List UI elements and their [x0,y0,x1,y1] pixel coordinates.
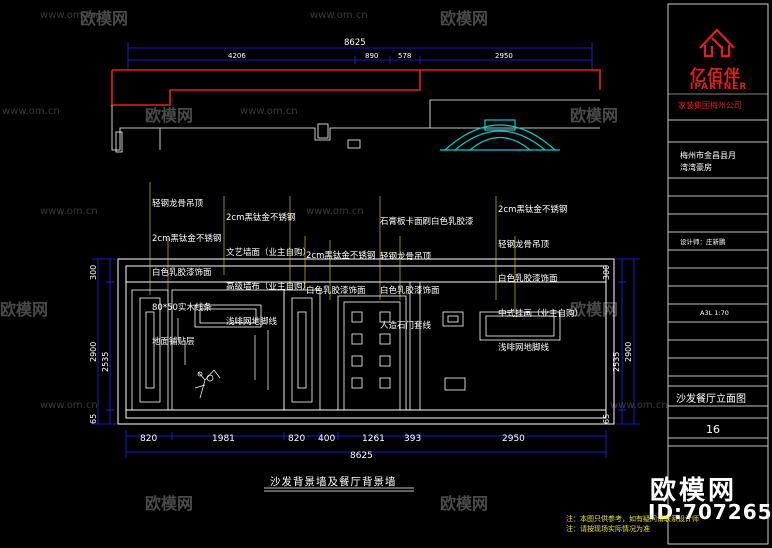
watermark-url: www.om.cn [40,206,98,217]
note-line: 2cm黑钛金不锈钢 [306,251,376,261]
elevation-dimension: 820 [288,434,306,444]
caption-underline [264,487,414,492]
note-line: 中式挂画（业主自购） [498,308,584,319]
brand-watermark: 欧模网 [650,476,738,506]
footer-note: 注：本图只供参考，如有疑问请联系设计师 [566,515,699,523]
plan-dimension-segment: 890 [365,52,379,60]
material-notes-group-4: 石膏板卡面刷白色乳胶漆 轻钢龙骨吊顶 白色乳胶漆饰面 人造石门套线 [380,194,474,355]
material-notes-group-1: 轻钢龙骨吊顶 2cm黑钛金不锈钢 白色乳胶漆饰面 80*50实木线条 地面铺贴层 [152,176,221,372]
plan-total-dimension: 8625 [344,38,366,48]
watermark-url: www.om.cn [240,106,298,117]
company-name: 家装集团梅州公司 [678,101,742,110]
watermark-text: 欧模网 [80,9,129,28]
elevation-dimension: 1981 [212,434,235,444]
material-notes-group-3: 2cm黑钛金不锈钢 白色乳胶漆饰面 [306,228,375,320]
material-notes-group-2: 2cm黑钛金不锈钢 文艺墙面（业主自购） 高级墙布（业主自购） 浅啡网地脚线 [226,190,311,351]
material-notes-group-5: 2cm黑钛金不锈钢 轻钢龙骨吊顶 白色乳胶漆饰面 中式挂画（业主自购） 浅啡网地… [498,182,583,378]
note-line: 浅啡网地脚线 [226,316,278,327]
watermark-text: 欧模网 [0,300,49,319]
footer-note: 注：请按现场实际情况为准 [566,525,650,533]
note-line: 白色乳胶漆饰面 [306,285,366,296]
watermark-url: www.om.cn [310,10,368,21]
vertical-dimension: 2535 [101,351,110,372]
vertical-dimension: 2900 [89,341,98,362]
note-line: 2cm黑钛金不锈钢 [152,233,222,244]
vertical-dimension: 2535 [612,351,621,372]
logo-house-icon [699,28,735,58]
watermark-text: 欧模网 [145,494,194,513]
note-line: 2cm黑钛金不锈钢 [226,213,296,223]
note-line: 人造石门套线 [380,320,432,331]
elevation-total-dimension: 8625 [350,451,373,461]
vertical-dimension: 65 [89,413,98,424]
wall-art [177,318,269,399]
note-line: 轻钢龙骨吊顶 [498,239,550,250]
elevation-dimension: 2950 [502,434,525,444]
plan-dimension-lines [127,42,593,70]
note-line: 80*50实木线条 [152,302,212,313]
plan-dimension-segment: 578 [398,52,412,60]
leader-lines [149,182,516,310]
designer: 设计师：庄新鹏 [680,238,726,246]
watermark-url: www.om.cn [40,400,98,411]
vertical-dimension: 300 [89,264,98,280]
plan-structure [111,99,600,153]
vertical-dimension: 2900 [624,341,633,362]
plan-dimension-segment: 4206 [228,52,246,60]
plan-dining-set [440,119,560,151]
dining-wall [409,281,606,410]
note-line: 高级墙布（业主自购） [226,282,312,292]
vertical-dimension: 300 [602,264,611,280]
drawing-name: 沙发餐厅立面图 [676,394,746,405]
elevation-dimension: 393 [404,434,422,444]
plan-outline-red [111,69,601,106]
brand-id-watermark: ID:707265 [648,500,772,524]
elevation-dimension: 1261 [362,434,385,444]
project-name-2: 湾湾豪房 [680,163,712,172]
watermark-text: 欧模网 [145,106,194,125]
watermark-url: www.om.cn [40,10,98,21]
note-line: 轻钢龙骨吊顶 [152,199,204,209]
note-line: 白色乳胶漆饰面 [498,274,558,284]
watermark-text: 欧模网 [440,494,489,513]
watermark-url: www.om.cn [610,400,668,411]
note-line: 文艺墙面（业主自购） [226,247,312,258]
elevation-dimension: 400 [318,434,336,444]
watermark-text: 欧模网 [440,9,489,28]
vertical-dimension: 65 [602,413,611,424]
watermark-url: www.om.cn [306,206,364,217]
title-block-frame [667,3,769,545]
note-line: 地面铺贴层 [152,337,195,347]
drawing-caption: 沙发背景墙及餐厅背景墙 [270,476,397,488]
project-name: 梅州市金昌县月 [680,151,736,160]
note-line: 浅啡网地脚线 [498,343,550,353]
note-line: 2cm黑钛金不锈钢 [498,205,568,215]
note-line: 轻钢龙骨吊顶 [380,251,432,262]
watermark-url: www.om.cn [2,106,60,117]
sheet-number: 16 [706,423,720,436]
elevation-dimension: 820 [140,434,158,444]
note-line: 白色乳胶漆饰面 [152,268,212,278]
watermark-text: 欧模网 [570,106,619,125]
company-logo-cn: 亿佰伴 [690,66,742,85]
drawing-scale: A3L 1:70 [700,309,729,317]
note-line: 白色乳胶漆饰面 [380,286,440,296]
elevation-dimension-lines [92,258,640,458]
sofa-wall-panels [131,289,321,411]
note-line: 石膏板卡面刷白色乳胶漆 [380,217,474,227]
door [337,295,407,411]
plan-dimension-segment: 2950 [495,52,513,60]
company-logo-en: IPARTNER [690,82,748,92]
